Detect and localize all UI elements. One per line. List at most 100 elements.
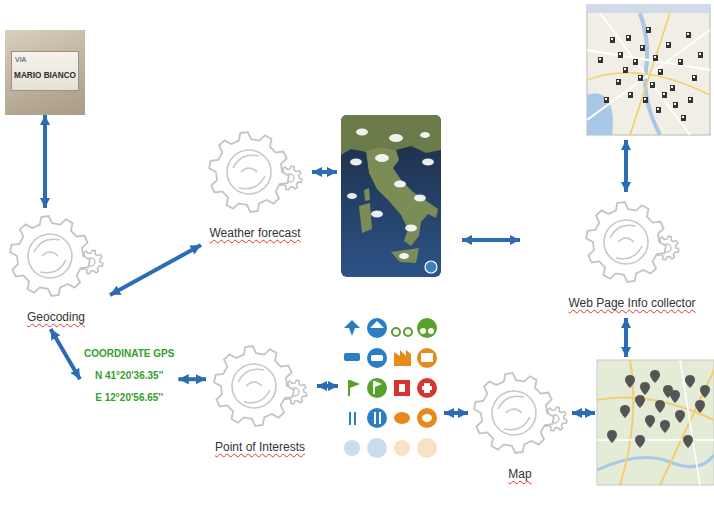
city-web-map-part-part	[630, 13, 670, 135]
city-web-map-part	[666, 42, 671, 48]
gear-outline	[586, 202, 666, 282]
module-label: Weather forecast	[209, 226, 300, 241]
city-web-map-part	[633, 59, 638, 65]
gear-outline	[244, 390, 270, 403]
region-map-part	[695, 400, 705, 413]
poi-icon-grid-part-part	[344, 353, 360, 361]
gear-outline	[241, 168, 257, 172]
gear-outline	[28, 234, 72, 278]
region-map-part	[620, 405, 630, 418]
region-map-part	[645, 415, 655, 428]
poi-icon-grid-part-part	[422, 414, 432, 422]
module-label: Geocoding	[27, 310, 85, 325]
gear-outline	[610, 225, 636, 238]
city-web-map-part	[623, 67, 628, 73]
gear-module: Point of Interests	[206, 338, 314, 459]
poi-icon-grid-part	[348, 318, 437, 398]
poi-icon-grid-part-part	[344, 440, 360, 456]
city-web-map-part	[688, 97, 693, 103]
gear-outline	[504, 417, 530, 430]
city-web-map-part	[686, 32, 691, 38]
city-web-map-part	[587, 5, 710, 13]
gear-module: Weather forecast	[201, 124, 309, 245]
city-web-map-part	[653, 55, 658, 61]
gear-outline	[618, 238, 634, 242]
gear-outline	[604, 220, 648, 264]
weather-map-part-part	[399, 253, 409, 259]
link-arrows	[312, 140, 626, 413]
poi-icon-grid-part-part	[417, 378, 437, 398]
region-map-part	[597, 360, 714, 485]
link-arrows-part	[444, 411, 468, 415]
link-arrows-part	[572, 411, 595, 415]
poi-icon-grid-part-part	[422, 386, 432, 390]
city-web-map-part	[646, 27, 651, 33]
poi-icon-grid-part-part	[379, 412, 381, 424]
poi-icon-grid-part-part	[394, 380, 410, 396]
weather-map-part	[364, 188, 370, 201]
gear-outline	[492, 391, 536, 435]
city-web-map-part	[628, 92, 633, 98]
region-map-part	[597, 360, 714, 485]
city-web-map-part	[604, 97, 609, 103]
gear-outline	[34, 239, 60, 252]
region-map-part	[640, 382, 650, 395]
module-label: Point of Interests	[215, 440, 305, 455]
poi-icon-grid-part-part	[367, 348, 387, 368]
city-web-map-part	[692, 75, 697, 81]
poi-icon-grid-part-part	[354, 412, 356, 425]
module-label: Map	[508, 467, 531, 482]
region-map-part	[597, 360, 714, 485]
region-map	[597, 360, 714, 485]
poi-icon-grid-part-part	[349, 412, 351, 425]
poi-icon-grid-part	[370, 321, 434, 424]
weather-map	[341, 115, 441, 277]
region-map-part	[660, 420, 670, 433]
city-web-map-part	[698, 52, 703, 58]
city-web-map-part	[587, 5, 710, 135]
weather-map-part-part	[414, 195, 426, 202]
module-label: Web Page Info collector	[568, 296, 695, 311]
weather-map-part-part	[420, 132, 430, 138]
city-web-map-part	[643, 97, 648, 103]
poi-icon-grid-part-part	[394, 440, 410, 456]
region-map-part	[655, 400, 665, 413]
poi-icon-grid	[344, 318, 437, 458]
region-map-part	[700, 385, 710, 398]
gear-icon	[8, 212, 104, 300]
weather-map-part-part	[356, 129, 368, 136]
weather-map-part-part	[389, 134, 403, 142]
gear-module: Web Page Info collector	[562, 194, 701, 315]
weather-map-part	[341, 115, 441, 277]
city-web-map-part	[598, 57, 603, 63]
weather-map-part-part	[394, 181, 406, 188]
gear-outline	[239, 176, 265, 189]
gear-outline	[209, 132, 289, 212]
city-web-map-part	[658, 69, 663, 75]
poi-icon-grid-part-part	[374, 412, 376, 424]
link-arrows-part	[624, 140, 628, 192]
city-web-map-part	[678, 59, 683, 65]
city-web-map-part	[640, 45, 645, 51]
gear-outline	[232, 364, 276, 408]
weather-map-part-part	[422, 159, 434, 166]
city-web-map-part	[626, 35, 631, 41]
city-web-map	[587, 5, 710, 135]
gear-outline	[227, 150, 271, 194]
poi-icon-grid-part-part	[394, 412, 410, 424]
poi-icon-grid-part-part	[367, 378, 387, 398]
weather-map-part-part	[375, 154, 389, 162]
poi-icon-grid-part-part	[417, 348, 437, 368]
poi-icon-grid-part-part	[428, 328, 434, 334]
gps-heading: COORDINATE GPS	[84, 348, 174, 360]
gps-coordinate: N 41°20'36.35''	[84, 370, 174, 382]
weather-map-part	[425, 261, 437, 273]
city-web-map-part	[662, 92, 667, 98]
region-map-part	[670, 390, 680, 403]
connector-arrow	[43, 115, 47, 208]
street-sign: VIAMARIO BIANCO	[5, 30, 85, 115]
gear-outline	[40, 260, 66, 273]
gps-coordinate: E 12°20'56.65''	[84, 392, 174, 404]
poi-icon-grid-part-part	[394, 350, 411, 366]
